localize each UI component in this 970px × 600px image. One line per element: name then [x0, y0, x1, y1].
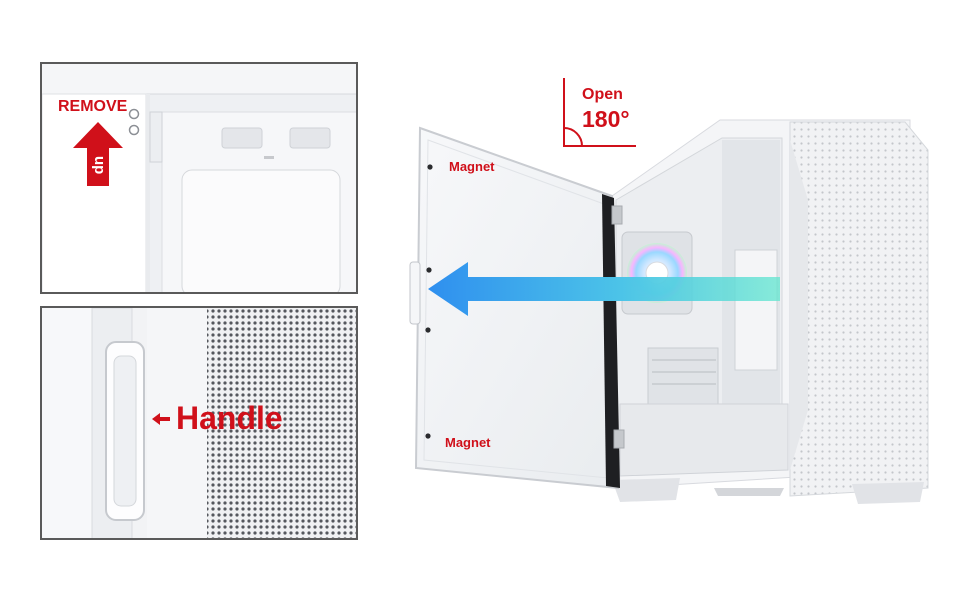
- front-mesh-panel: [789, 121, 929, 497]
- panel-edge: [146, 94, 150, 292]
- foot: [714, 488, 784, 496]
- screw-icon: [128, 124, 140, 136]
- right-angle-icon: [563, 78, 636, 147]
- screw-icon: [128, 108, 140, 120]
- drive-bay: [181, 169, 341, 292]
- mesh-panel: [207, 308, 356, 538]
- pc-case: [611, 119, 929, 504]
- handle-detail-illustration: [42, 308, 356, 538]
- cable-cutout: [734, 249, 778, 371]
- detail-panel-handle: Handle: [40, 306, 358, 540]
- door-handle: [409, 261, 421, 325]
- handle-recess: [113, 355, 137, 507]
- cutout-left: [221, 127, 263, 149]
- left-arrow-icon: [152, 413, 170, 425]
- rgb-fan-icon: [621, 231, 693, 315]
- magnet-bottom-label: Magnet: [445, 435, 491, 450]
- front-trim: [790, 140, 808, 470]
- detail-panel-remove: REMOVE up: [40, 62, 358, 294]
- side-glass-door: [409, 126, 625, 490]
- door-hinge-edge: [602, 194, 620, 488]
- left-arrow-icon: [428, 262, 780, 316]
- magnet-dot: [425, 433, 431, 439]
- magnet-dot: [426, 267, 432, 273]
- handle-label: Handle: [176, 400, 283, 436]
- hinge-bracket: [149, 111, 163, 163]
- remove-detail-illustration: [42, 64, 356, 292]
- pci-slots: [647, 347, 719, 405]
- remove-label: REMOVE: [58, 98, 128, 115]
- open-label: Open: [582, 86, 623, 103]
- glass-panel: [414, 126, 620, 490]
- psu-shroud: [619, 403, 789, 477]
- cutout-right: [289, 127, 331, 149]
- latch: [264, 156, 274, 159]
- angle-label: 180°: [582, 106, 630, 132]
- foot: [852, 482, 924, 504]
- front-bezel: [147, 308, 207, 538]
- magnet-dot: [425, 327, 431, 333]
- hinge: [613, 429, 625, 449]
- foot: [612, 478, 680, 502]
- hinge: [611, 205, 623, 225]
- magnet-top-label: Magnet: [449, 159, 495, 174]
- magnet-dot: [427, 164, 433, 170]
- up-arrow-icon: [73, 122, 123, 186]
